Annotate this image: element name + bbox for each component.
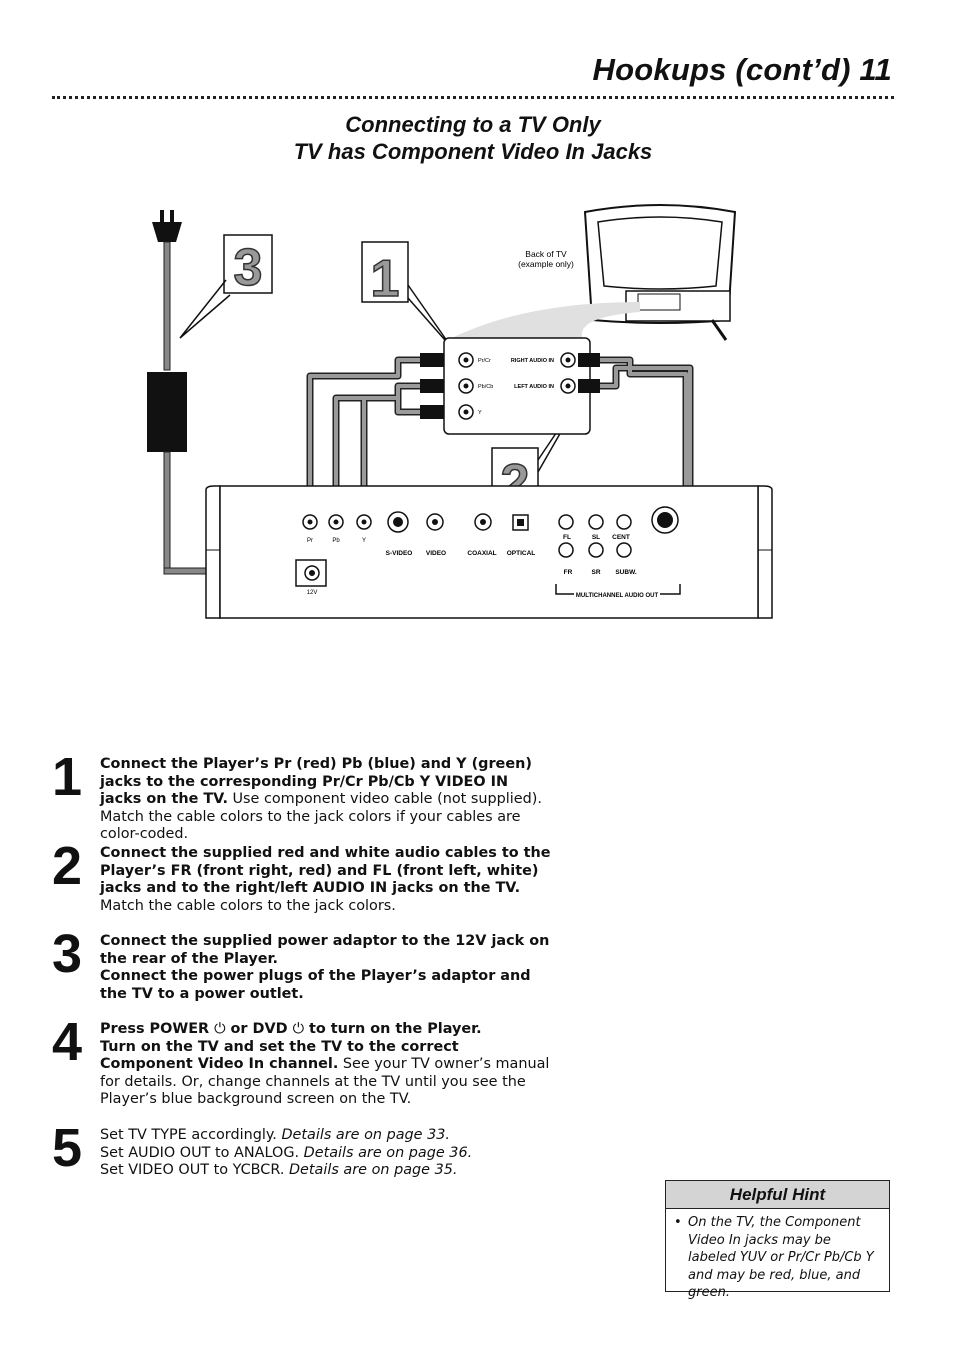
- player-jack-y-label: Y: [362, 538, 366, 544]
- step-3-number: 3: [52, 924, 83, 984]
- step-3-bold-text-1: Connect the supplied power adaptor to th…: [100, 933, 550, 967]
- callout-1: 1: [361, 241, 453, 349]
- step-2-bold-text: Connect the supplied red and white audio…: [100, 845, 551, 897]
- player-sr-label: SR: [591, 569, 600, 576]
- step-1-text: Use component video cable (not supplied)…: [100, 791, 542, 843]
- player-sl-label: SL: [592, 534, 600, 541]
- hookup-diagram: 3 1 2 Back of TV (example only) Pr/Cr Pb…: [147, 204, 773, 619]
- player-jack-pb-label: Pb: [332, 538, 340, 544]
- tv-back-icon: Back of TV (example only): [518, 204, 737, 341]
- callout-3-label: 3: [234, 239, 263, 297]
- hint-bullet: •: [674, 1215, 682, 1230]
- callout-3: 3: [179, 234, 273, 339]
- step-2-number: 2: [52, 836, 83, 896]
- step-5-line2-ref: Details are on page 36.: [303, 1144, 473, 1161]
- step-1-number: 1: [52, 747, 83, 807]
- player-coaxial-label: COAXIAL: [467, 550, 496, 557]
- step-1: 1 Connect the Player’s Pr (red) Pb (blue…: [52, 750, 552, 844]
- callout-1-label: 1: [371, 250, 400, 308]
- step-4-or-dvd: or DVD: [225, 1021, 293, 1037]
- step-5-line2: Set AUDIO OUT to ANALOG.: [100, 1144, 304, 1161]
- tv-jack-panel: Pr/Cr Pb/Cb Y RIGHT AUDIO IN LEFT AUDIO …: [443, 337, 591, 435]
- step-3-bold-text-2: Connect the power plugs of the Player’s …: [100, 968, 531, 1002]
- step-2-text: Match the cable colors to the jack color…: [100, 897, 396, 914]
- section-title-line2: TV has Component Video In Jacks: [293, 139, 653, 164]
- step-2: 2 Connect the supplied red and white aud…: [52, 839, 552, 915]
- step-4-press-power: Press POWER: [100, 1021, 215, 1037]
- header-dotted-rule: [52, 96, 894, 99]
- step-4-bold-text-2: Turn on the TV and set the TV to the cor…: [100, 1038, 459, 1073]
- tv-jack-pr-label: Pr/Cr: [478, 358, 491, 364]
- player-cent-label: CENT: [612, 534, 630, 541]
- helpful-hint-title: Helpful Hint: [666, 1181, 889, 1209]
- tv-jack-pb-label: Pb/Cb: [478, 384, 493, 390]
- tv-left-audio-label: LEFT AUDIO IN: [514, 384, 554, 390]
- player-optical-label: OPTICAL: [507, 550, 536, 557]
- step-5-number: 5: [52, 1118, 83, 1178]
- step-5-line3: Set VIDEO OUT to YCBCR.: [100, 1162, 289, 1179]
- power-icon-dvd: ⏻: [292, 1021, 304, 1037]
- helpful-hint-text: On the TV, the Component Video In jacks …: [688, 1215, 874, 1300]
- step-5-line1: Set TV TYPE accordingly.: [100, 1127, 282, 1143]
- player-video-label: VIDEO: [426, 550, 446, 557]
- power-plug-icon: [152, 210, 182, 371]
- player-subw-label: SUBW.: [615, 569, 637, 576]
- player-jack-pr-label: Pr: [307, 538, 313, 544]
- step-4-number: 4: [52, 1012, 83, 1072]
- page-header-title: Hookups (cont’d) 11: [592, 52, 892, 87]
- player-12v-label: 12V: [307, 590, 318, 596]
- component-video-cables: [303, 353, 444, 508]
- helpful-hint-box: Helpful Hint • On the TV, the Component …: [665, 1180, 890, 1300]
- step-5-line1-ref: Details are on page 33.: [281, 1127, 450, 1143]
- player-svideo-label: S-VIDEO: [386, 550, 413, 557]
- step-4: 4 Press POWER ⏻ or DVD ⏻ to turn on the …: [52, 1015, 552, 1109]
- step-5-line3-ref: Details are on page 35.: [288, 1162, 458, 1179]
- section-title-line1: Connecting to a TV Only: [345, 112, 601, 137]
- player-fr-label: FR: [564, 569, 573, 576]
- player-jacks: Pr Pb Y S-VIDEO VIDEO COAXIAL OPTICAL FL…: [295, 506, 681, 599]
- tv-caption-line2: (example only): [518, 259, 574, 269]
- tv-jack-y-label: Y: [478, 410, 482, 416]
- step-5: 5 Set TV TYPE accordingly. Details are o…: [52, 1121, 552, 1180]
- step-4-text: See your TV owner’s manual for details. …: [100, 1056, 550, 1108]
- player-multichannel-label: MULTICHANNEL AUDIO OUT: [576, 593, 659, 599]
- power-icon: ⏻: [214, 1021, 226, 1037]
- step-1-bold-text: Connect the Player’s Pr (red) Pb (blue) …: [100, 756, 532, 808]
- step-4-turn-on: to turn on the Player.: [303, 1021, 482, 1037]
- player-fl-label: FL: [563, 534, 571, 541]
- tv-caption-line1: Back of TV: [525, 249, 567, 259]
- tv-right-audio-label: RIGHT AUDIO IN: [511, 358, 554, 364]
- step-3: 3 Connect the supplied power adaptor to …: [52, 927, 552, 1003]
